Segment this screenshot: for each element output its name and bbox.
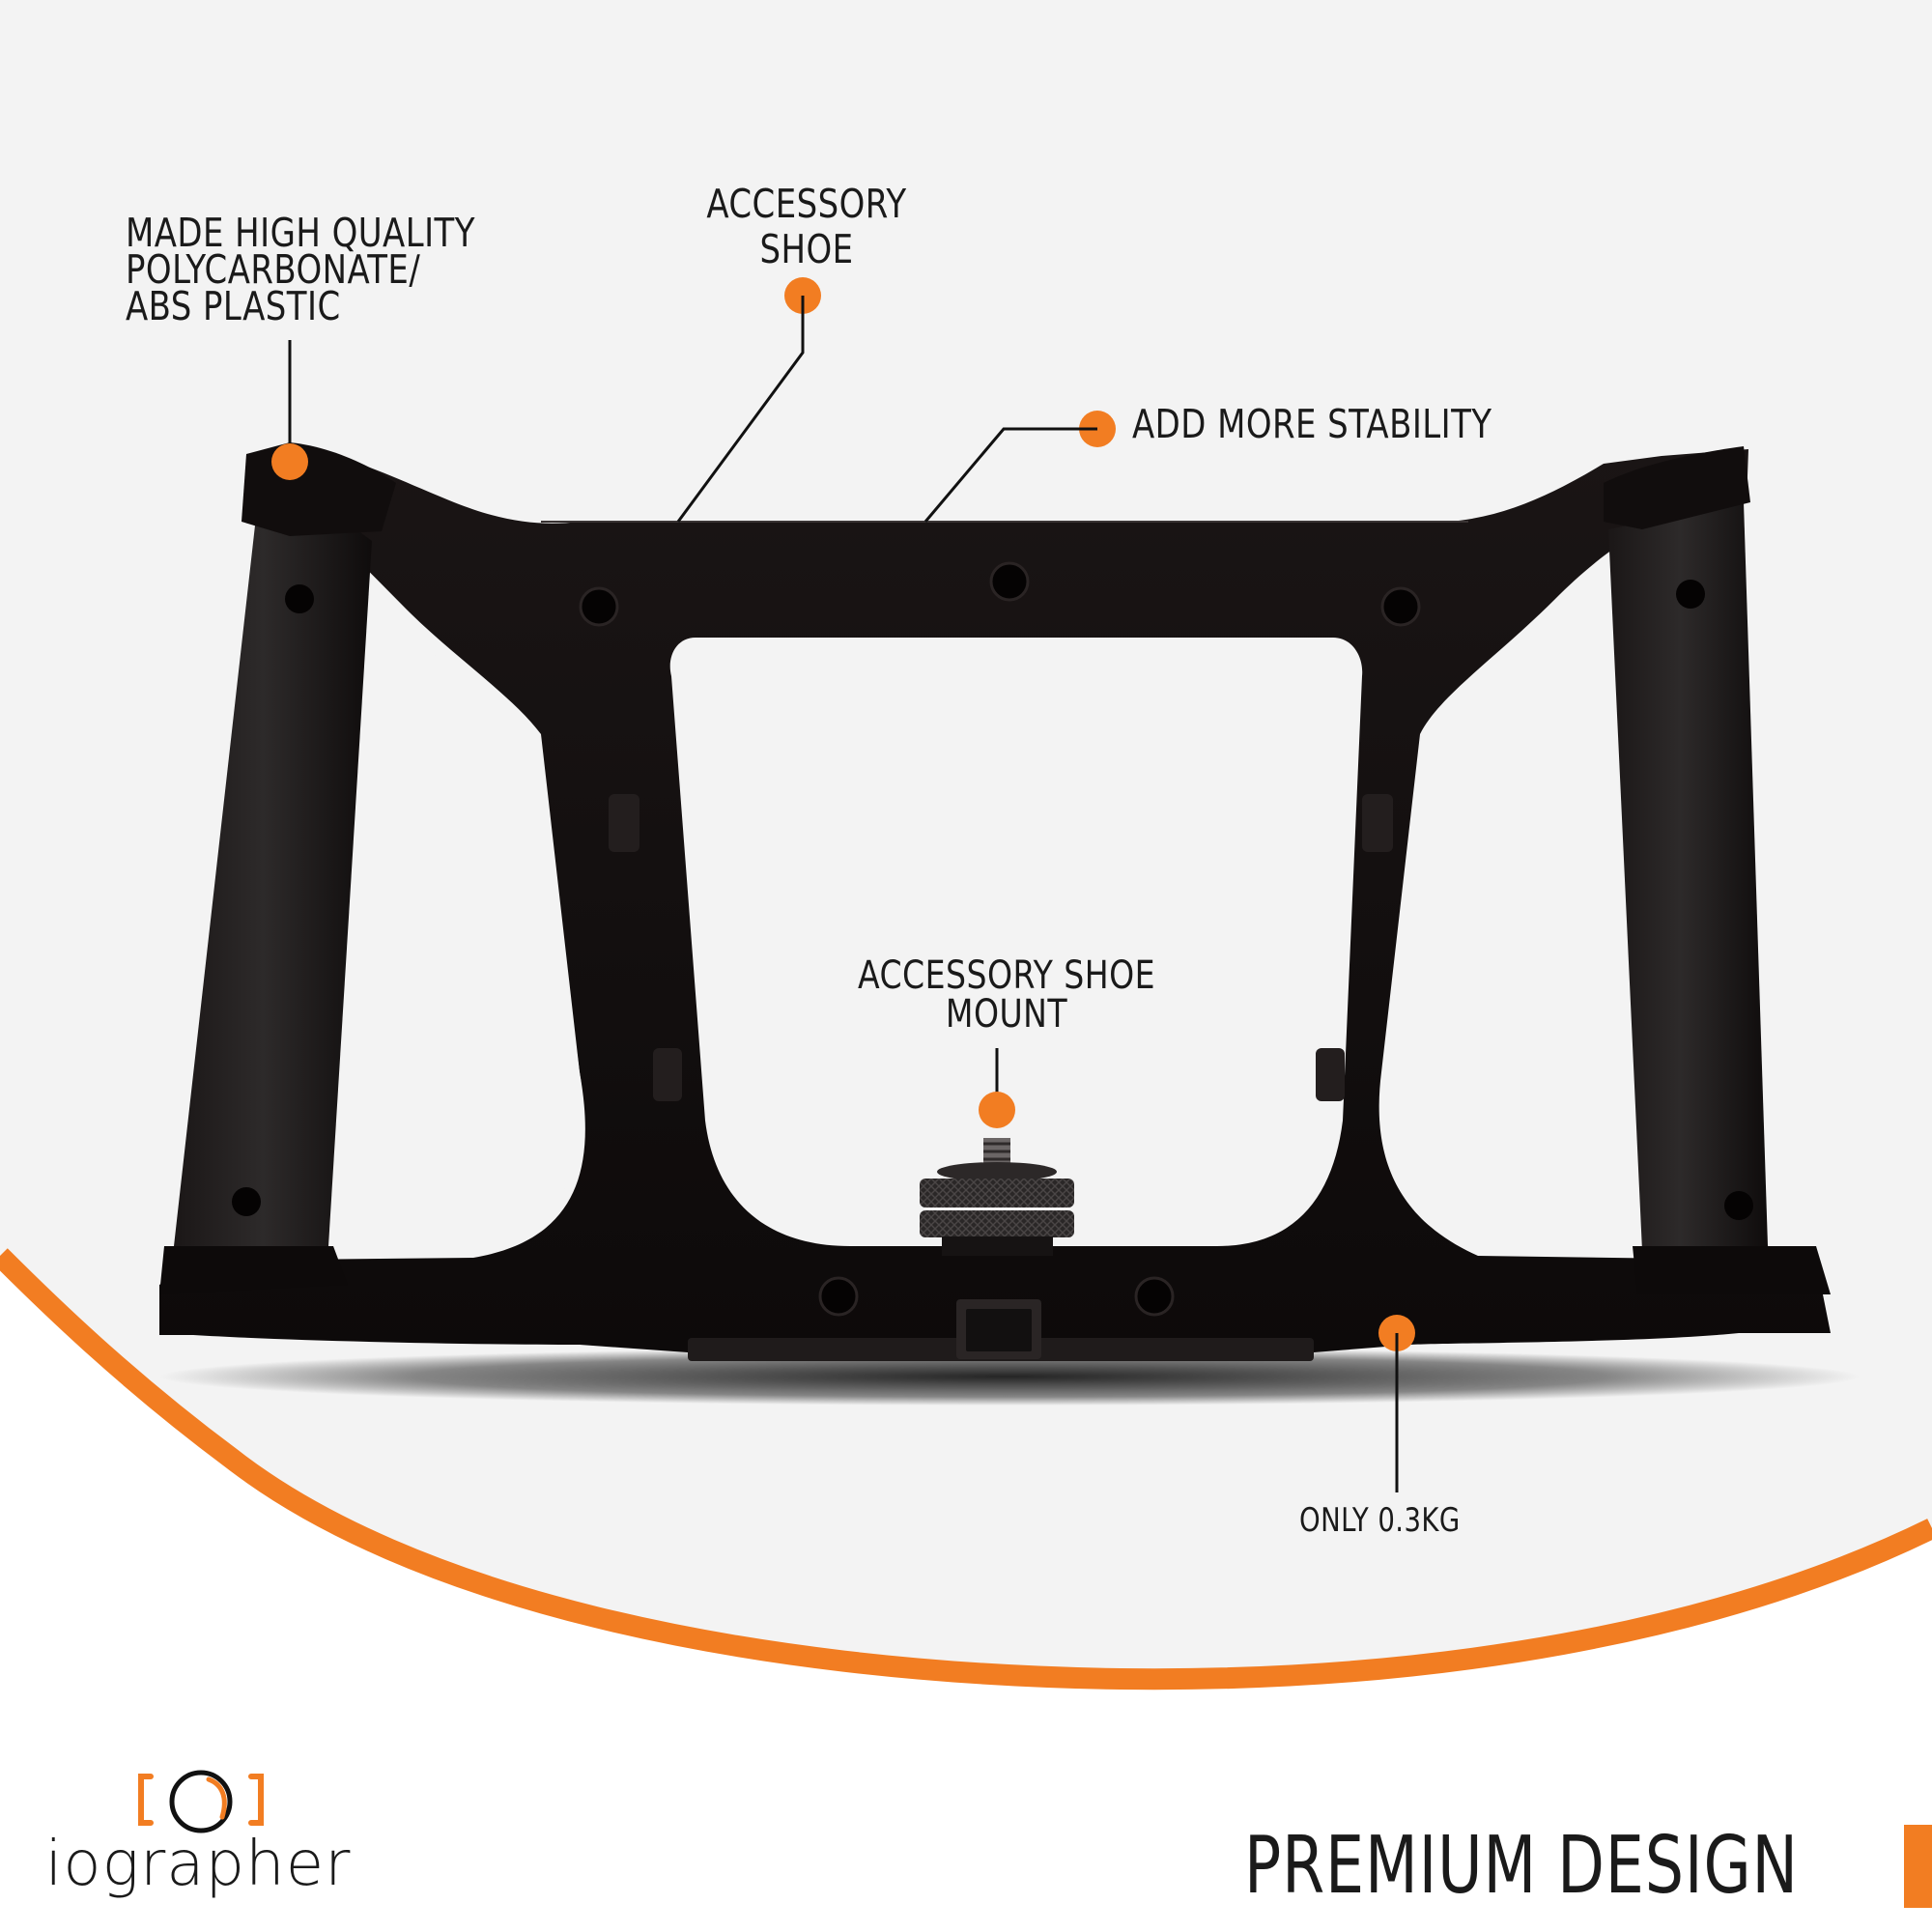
callout-leaders <box>271 277 1415 1492</box>
right-grip <box>1604 446 1831 1294</box>
accent-bar <box>1904 1825 1932 1908</box>
brand-wordmark: iographer <box>44 1829 352 1900</box>
callout-dot-material <box>271 443 308 480</box>
callout-weight: ONLY 0.3KG <box>1299 1501 1461 1540</box>
floor-shadow <box>159 1348 1860 1406</box>
page-title: PREMIUM DESIGN <box>1244 1820 1799 1912</box>
left-grip <box>159 442 396 1294</box>
callout-dot-mount <box>979 1092 1015 1128</box>
camera-icon <box>138 1770 264 1833</box>
screws <box>579 561 1421 1317</box>
callout-material: MADE HIGH QUALITY POLYCARBONATE/ ABS PLA… <box>126 210 475 329</box>
brand-logo: iographer <box>39 1753 357 1918</box>
inner-tabs <box>609 794 1393 1101</box>
rig-body <box>159 444 1831 1361</box>
callout-accessory-shoe: ACCESSORY SHOE <box>706 181 907 272</box>
callout-stability: ADD MORE STABILITY <box>1132 401 1492 447</box>
shoe-mount-adapter <box>920 1138 1074 1256</box>
callout-shoe-mount: ACCESSORY SHOE MOUNT <box>858 953 1155 1037</box>
